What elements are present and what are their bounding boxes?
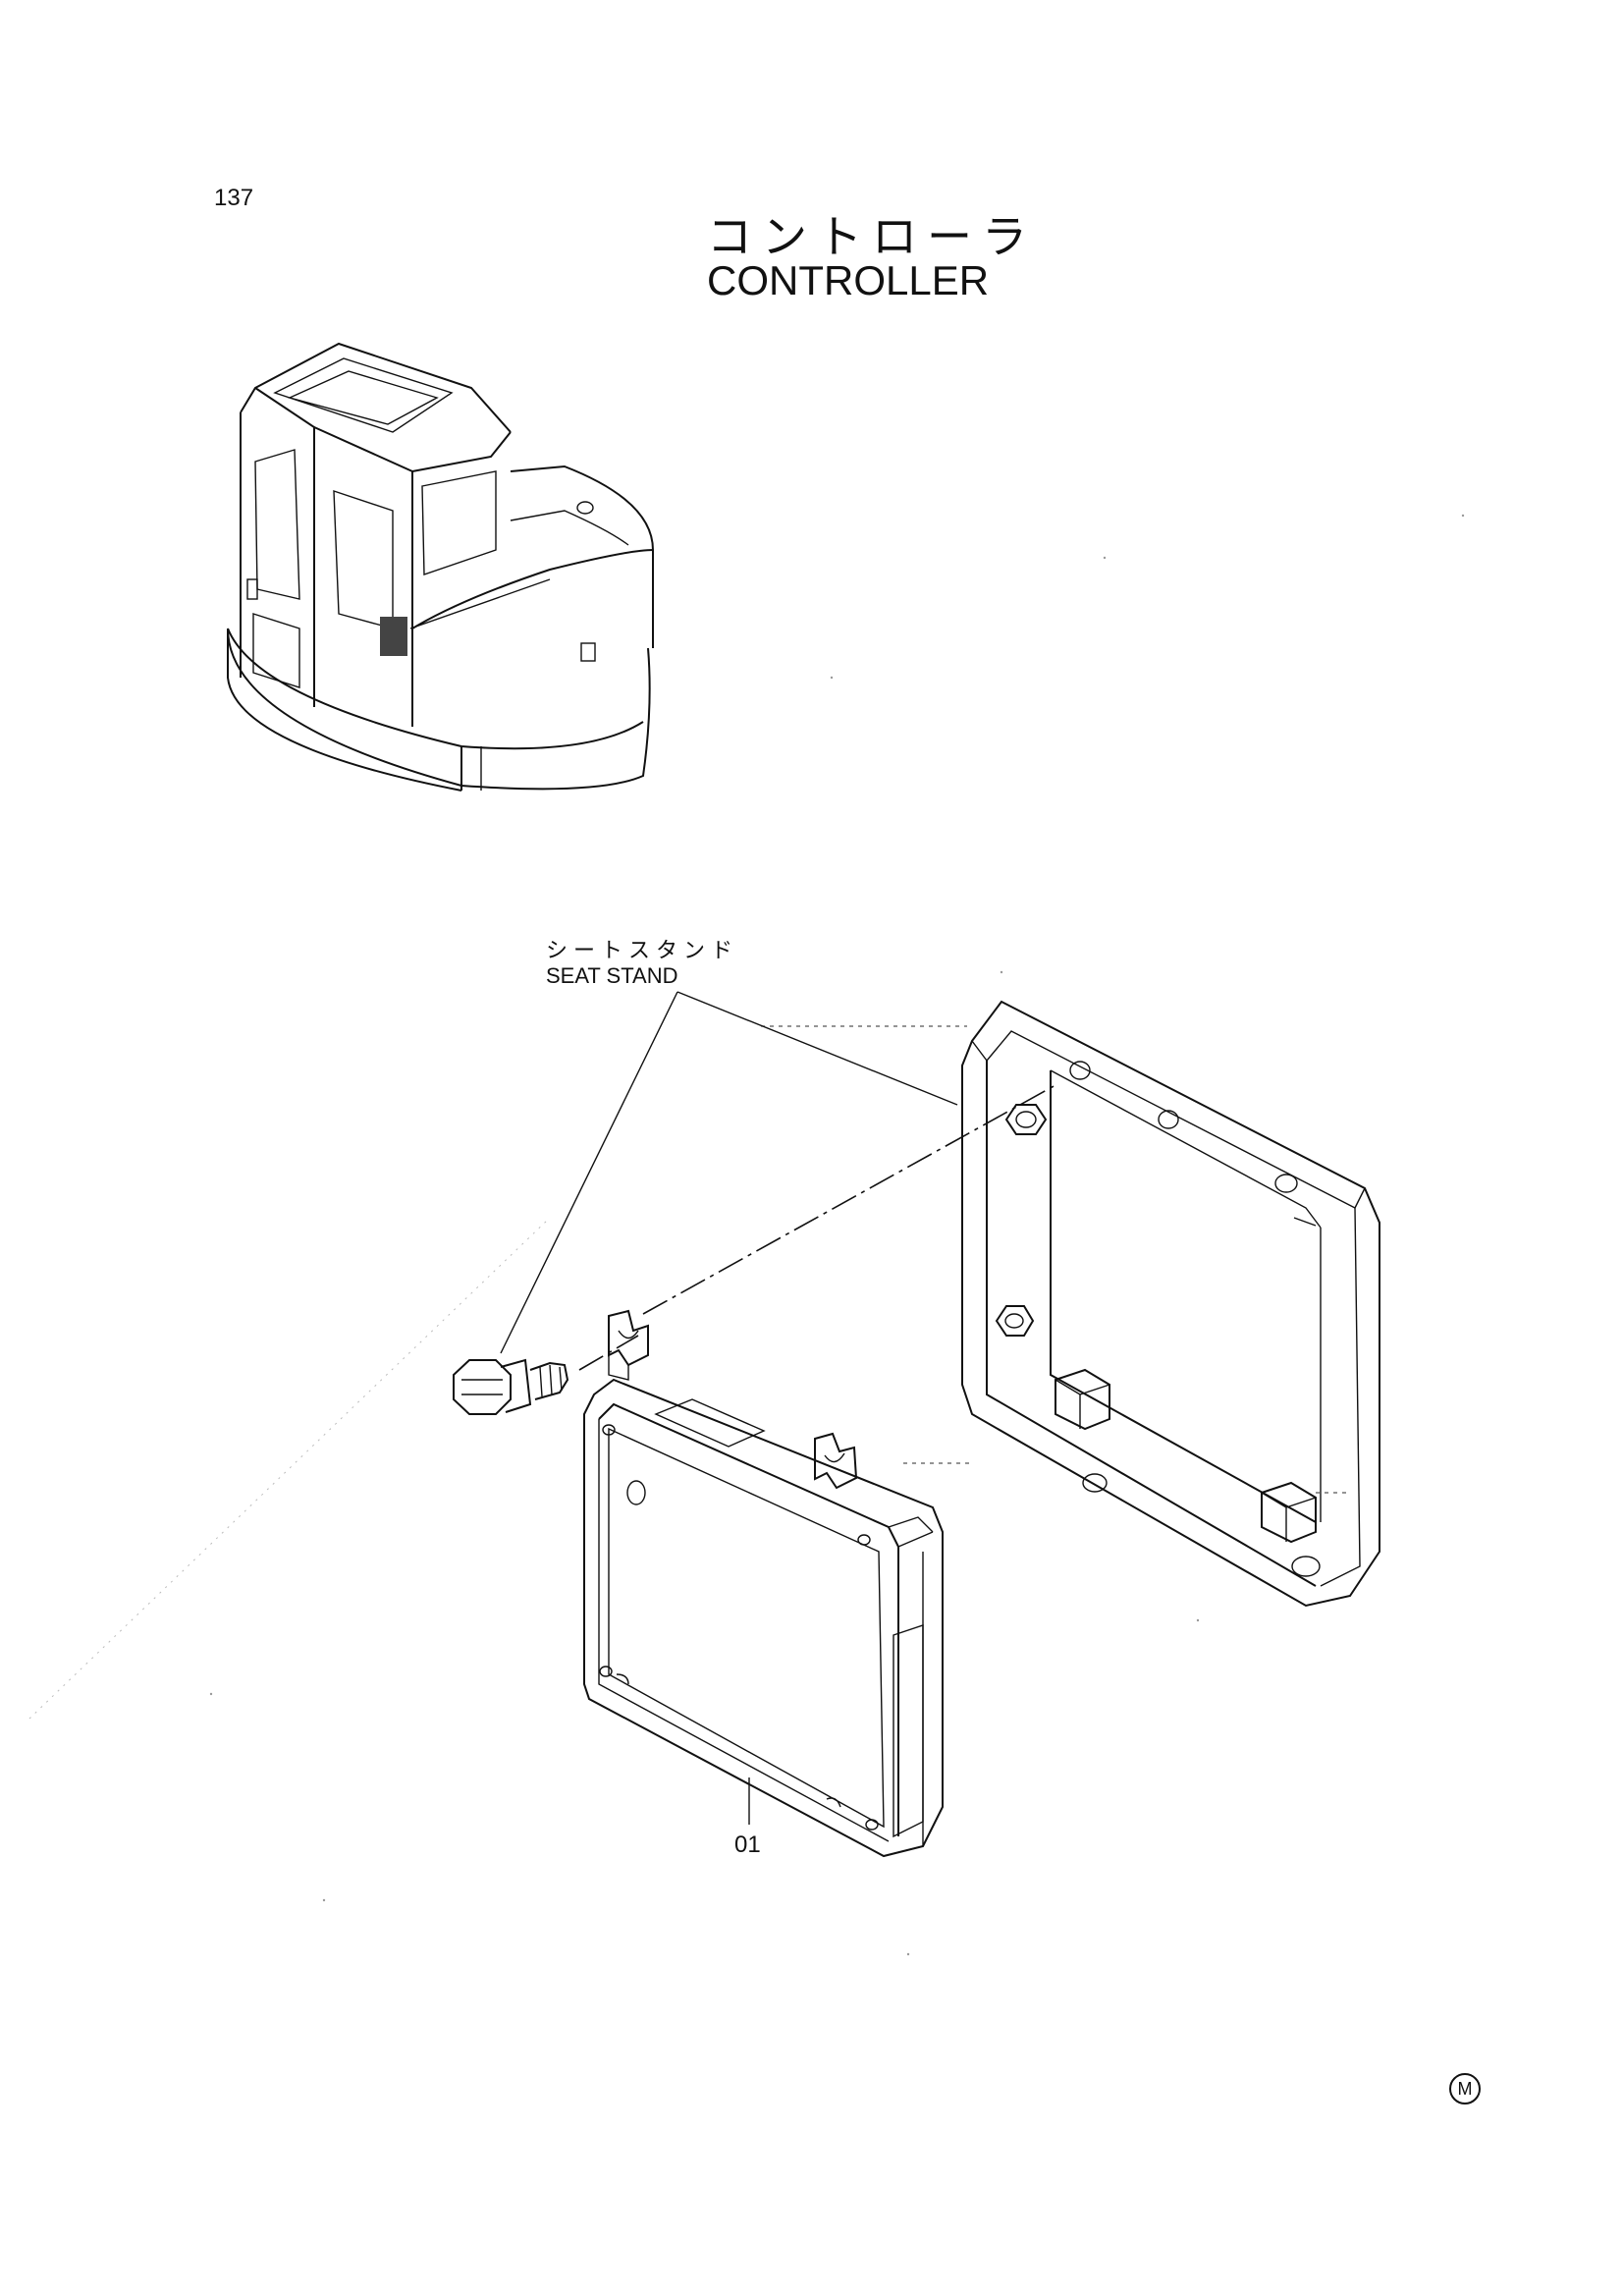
callout-part-01: 01: [734, 1831, 761, 1858]
excavator-cab-icon: [227, 342, 654, 792]
page-number: 137: [214, 185, 254, 211]
controller-location-marker: [380, 617, 407, 656]
leader-lines: [500, 991, 1056, 1825]
callout-seat-stand-en: SEAT STAND: [546, 963, 678, 988]
page-title-jp: コントローラ: [707, 210, 1037, 263]
seat-stand-bracket-icon: [761, 1000, 1380, 1608]
bolt-icon: [453, 1358, 569, 1415]
controller-unit-icon: [583, 1309, 944, 1858]
callout-seat-stand-jp: シートスタンド: [546, 939, 739, 963]
scan-noise: [28, 514, 1465, 1956]
page-title-en: CONTROLLER: [707, 257, 990, 303]
circled-m-mark: M: [1449, 2073, 1481, 2105]
